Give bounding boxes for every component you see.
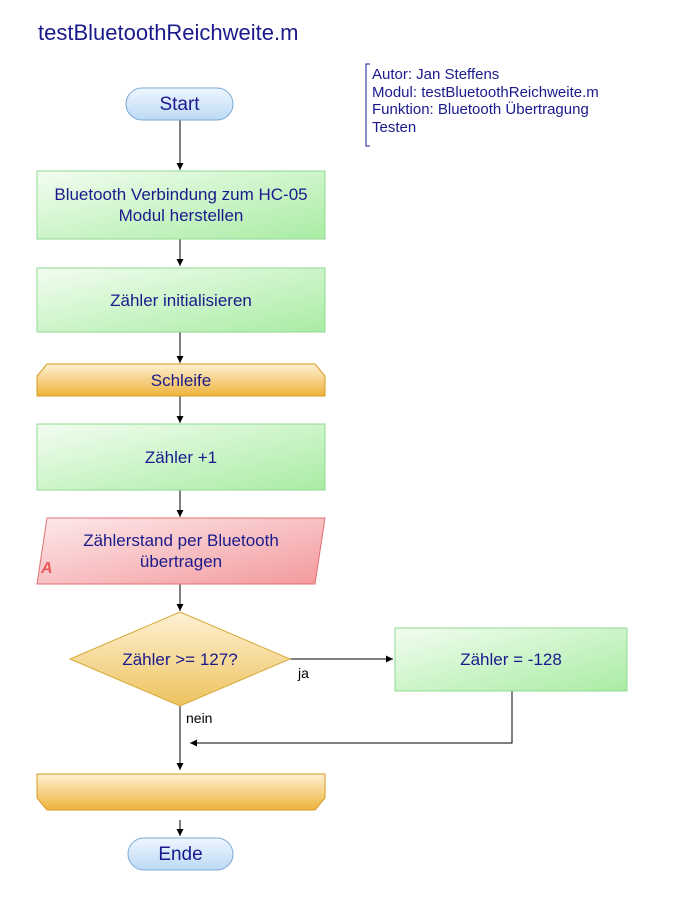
edge-reset-merge bbox=[190, 691, 513, 747]
comment-function: Funktion: Bluetooth Übertragung bbox=[372, 101, 589, 118]
init-label: Zähler initialisieren bbox=[110, 290, 252, 310]
loop-end-label bbox=[37, 774, 325, 810]
start-terminal bbox=[125, 87, 234, 121]
loop-label: Schleife bbox=[150, 370, 212, 390]
no-edge-label: nein bbox=[186, 710, 213, 726]
increment-label: Zähler +1 bbox=[144, 447, 218, 467]
io-marker-letter: A bbox=[41, 560, 53, 577]
comment-author: Autor: Jan Steffens bbox=[372, 66, 500, 83]
connect-label: Bluetooth Verbindung zum HC-05 Modul her… bbox=[54, 185, 308, 225]
reset-process bbox=[394, 627, 628, 692]
decision-diamond bbox=[68, 611, 292, 707]
decision-label: Zähler >= 127? bbox=[122, 649, 238, 669]
loop-end-shape bbox=[36, 773, 326, 811]
diagram-title: testBluetoothReichweite.m bbox=[38, 20, 299, 45]
loop-start-shape bbox=[36, 363, 326, 397]
increment-process bbox=[36, 423, 326, 491]
comment-block: Autor: Jan Steffens Modul: testBluetooth… bbox=[372, 66, 599, 136]
comment-module: Modul: testBluetoothReichweite.m bbox=[372, 83, 599, 101]
connect-process bbox=[36, 170, 326, 240]
comment-function-cont: Testen bbox=[372, 118, 417, 136]
comment-bracket bbox=[365, 63, 370, 147]
init-process bbox=[36, 267, 326, 333]
connectors bbox=[176, 120, 513, 836]
end-label: Ende bbox=[158, 843, 203, 865]
transmit-label: Zählerstand per Bluetooth übertragen bbox=[83, 531, 279, 571]
yes-edge-label: ja bbox=[298, 665, 309, 681]
transmit-io-shape bbox=[36, 517, 326, 585]
end-terminal bbox=[127, 837, 234, 871]
reset-label: Zähler = -128 bbox=[460, 650, 562, 669]
start-label: Start bbox=[159, 93, 200, 115]
